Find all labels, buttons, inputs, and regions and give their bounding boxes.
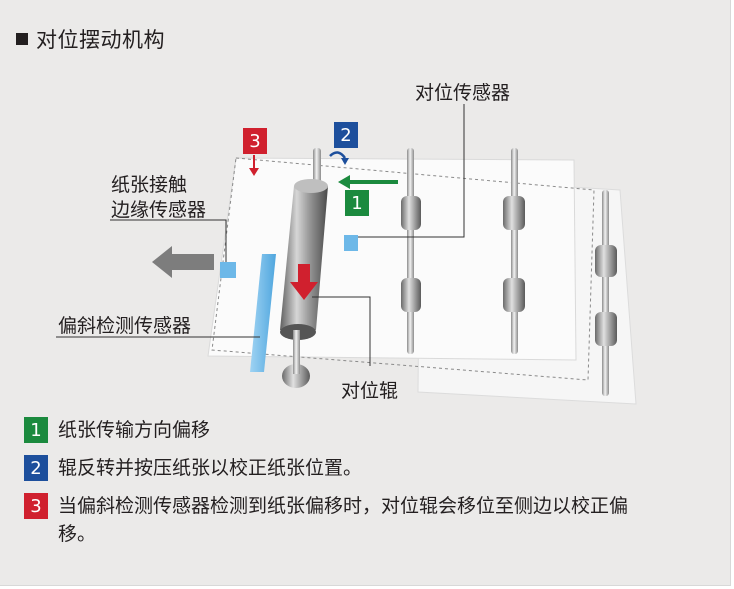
leader-alignment-roller [312,296,371,366]
legend-text-2: 辊反转并按压纸张以校正纸张位置。 [58,457,363,479]
figure-title: 对位摆动机构 [36,28,165,52]
label-edge-sensor-line1: 纸张接触 [111,174,188,196]
legend-item-1: 1 纸张传输方向偏移 [24,417,210,444]
badge-3-pointer-head [249,168,259,176]
roller-shift-arrow [290,264,318,300]
leader-edge-sensor [110,219,227,262]
legend-text-3: 当偏斜检测传感器检测到纸张偏移时，对位辊会移位至侧边以校正偏移。 [58,495,629,545]
badge-2-rotation-head [341,158,349,165]
legend-item-3: 3 当偏斜检测传感器检测到纸张偏移时，对位辊会移位至侧边以校正偏移。 [24,493,654,548]
badge-2-rotation-arrow [329,151,347,159]
legend-badge-1: 1 [24,417,48,443]
rear-roller-shaft-1 [401,148,421,354]
legend-item-2: 2 辊反转并按压纸张以校正纸张位置。 [24,455,362,482]
label-alignment-roller: 对位辊 [341,380,399,402]
rear-roller-shaft-2 [503,148,525,354]
leader-alignment-sensor [358,104,465,238]
legend-badge-3: 3 [24,493,48,519]
diagram-badge-3: 3 [243,128,267,154]
badge-1-offset-arrow-shaft [348,180,398,184]
label-edge-sensor-line2: 边缘传感器 [111,199,207,221]
paper-sheet-dashed-outline [211,157,595,381]
paper-direction-arrow [152,246,214,278]
alignment-roller [280,148,328,388]
rear-roller-shaft-3 [595,190,617,396]
legend-text-1: 纸张传输方向偏移 [58,419,211,441]
diagram-badge-2: 2 [334,122,358,148]
badge-1-offset-arrow-head [338,175,350,189]
label-alignment-sensor: 对位传感器 [415,82,511,104]
mechanism-diagram [56,104,637,405]
legend-badge-2: 2 [24,455,48,481]
diagram-badge-1: 1 [345,190,369,216]
title-row: 对位摆动机构 [16,24,165,54]
title-bullet-icon [16,33,28,45]
label-skew-sensor: 偏斜检测传感器 [58,315,192,337]
skew-sensor-strip [250,254,276,372]
edge-sensor-block [220,262,236,278]
alignment-sensor-block [344,235,358,251]
